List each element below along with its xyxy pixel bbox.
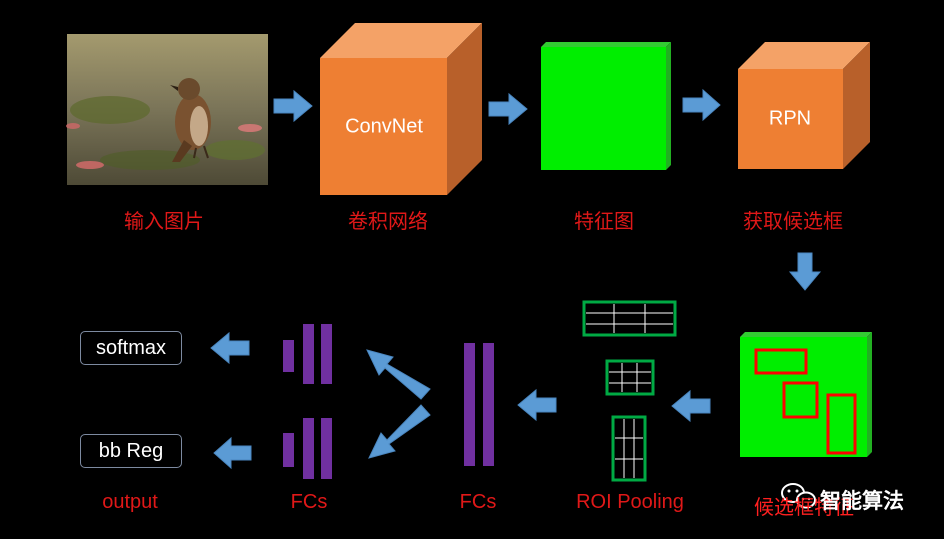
input-photo — [66, 34, 268, 185]
convnet-label: ConvNet — [345, 115, 423, 138]
watermark-text: 智能算法 — [820, 489, 904, 513]
caption-fcs-middle: FCs — [459, 491, 497, 513]
arrow-down — [788, 252, 822, 291]
rpn-cube — [738, 42, 870, 169]
caption-input-image: 输入图片 — [124, 209, 204, 233]
bbreg-box: bb Reg — [80, 434, 182, 468]
bird — [170, 78, 211, 162]
arrow-right-3 — [682, 88, 721, 122]
caption-roi-pooling: ROI Pooling — [576, 491, 684, 513]
proposal-box — [826, 393, 857, 455]
softmax-box: softmax — [80, 331, 182, 365]
convnet-cube — [320, 23, 482, 195]
watermark: 智能算法 — [820, 485, 904, 515]
arrow-diagonal-down — [368, 404, 431, 459]
fc-bars-middle — [464, 343, 494, 466]
arrow-left-2 — [517, 388, 557, 422]
caption-output: output — [102, 491, 158, 513]
rpn-label: RPN — [768, 107, 812, 130]
proposal-box — [782, 381, 819, 419]
arrow-left-softmax — [210, 331, 250, 365]
caption-get-candidates: 获取候选框 — [743, 209, 843, 233]
caption-feature-map: 特征图 — [574, 209, 634, 233]
caption-candidate-features: 候选框特征 — [754, 495, 854, 519]
feature-map-block — [541, 42, 671, 170]
arrow-left-1 — [671, 389, 711, 423]
roi-grid-tall — [611, 415, 647, 482]
candidate-feature-map — [740, 332, 872, 457]
fc-bars-bottom — [283, 418, 332, 479]
roi-grid-wide — [582, 300, 677, 337]
arrow-right-1 — [273, 89, 313, 123]
proposal-box — [754, 348, 808, 375]
caption-fcs-left: FCs — [290, 491, 328, 513]
wechat-icon — [781, 483, 816, 509]
arrow-diagonal-up — [366, 349, 431, 400]
caption-conv-net: 卷积网络 — [348, 209, 428, 233]
roi-grid-square — [605, 359, 655, 396]
fc-bars-top — [283, 324, 332, 384]
arrow-right-2 — [488, 92, 528, 126]
arrow-left-bbreg — [213, 436, 252, 470]
